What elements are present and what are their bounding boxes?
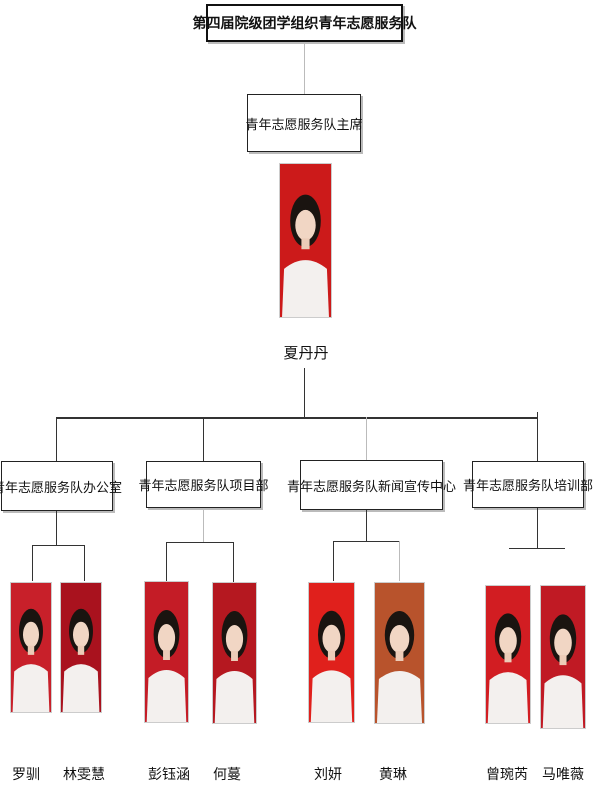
- connector-line: [333, 541, 399, 542]
- member-photo: [485, 585, 531, 724]
- member-photo: [374, 582, 425, 724]
- department-box-office: 青年志愿服务队办公室: [0, 461, 122, 511]
- chart-title: 第四届院级团学组织青年志愿服务队: [193, 4, 417, 42]
- connector-line: [333, 541, 334, 581]
- connector-line: [366, 417, 367, 460]
- member-photo: [212, 582, 257, 724]
- member-name: 何蔓: [213, 767, 241, 783]
- connector-line: [166, 542, 167, 582]
- chair-name: 夏丹丹: [283, 344, 329, 362]
- member-photo: [144, 581, 189, 723]
- department-box-news: 青年志愿服务队新闻宣传中心: [287, 460, 456, 510]
- member-photo: [60, 582, 102, 713]
- member-photo: [308, 582, 355, 723]
- member-name: 罗驯: [12, 767, 40, 783]
- connector-line: [537, 508, 538, 548]
- connector-line: [56, 417, 538, 419]
- connector-line: [399, 541, 400, 581]
- connector-line: [537, 412, 538, 461]
- department-box-training: 青年志愿服务队培训部: [463, 461, 593, 508]
- department-box-projects: 青年志愿服务队项目部: [139, 461, 269, 508]
- connector-line: [203, 508, 204, 542]
- connector-line: [84, 545, 85, 581]
- member-name: 彭钰涵: [148, 767, 190, 783]
- member-name: 马唯薇: [542, 767, 584, 783]
- chair-photo: [279, 163, 332, 318]
- connector-line: [166, 542, 234, 543]
- connector-line: [233, 542, 234, 582]
- member-name: 林雯慧: [63, 767, 105, 783]
- connector-line: [56, 511, 57, 545]
- member-photo: [540, 585, 586, 729]
- member-name: 黄琳: [379, 767, 407, 783]
- connector-line: [56, 417, 57, 461]
- chair-role-box: 青年志愿服务队主席: [246, 94, 363, 152]
- connector-line: [509, 548, 565, 549]
- connector-line: [203, 417, 204, 461]
- member-name: 刘妍: [314, 767, 342, 783]
- member-photo: [10, 582, 52, 713]
- connector-line: [32, 545, 33, 581]
- connector-line: [304, 42, 305, 94]
- member-name: 曾琬芮: [486, 767, 528, 783]
- connector-line: [32, 545, 84, 546]
- connector-line: [366, 510, 367, 542]
- connector-line: [304, 368, 305, 418]
